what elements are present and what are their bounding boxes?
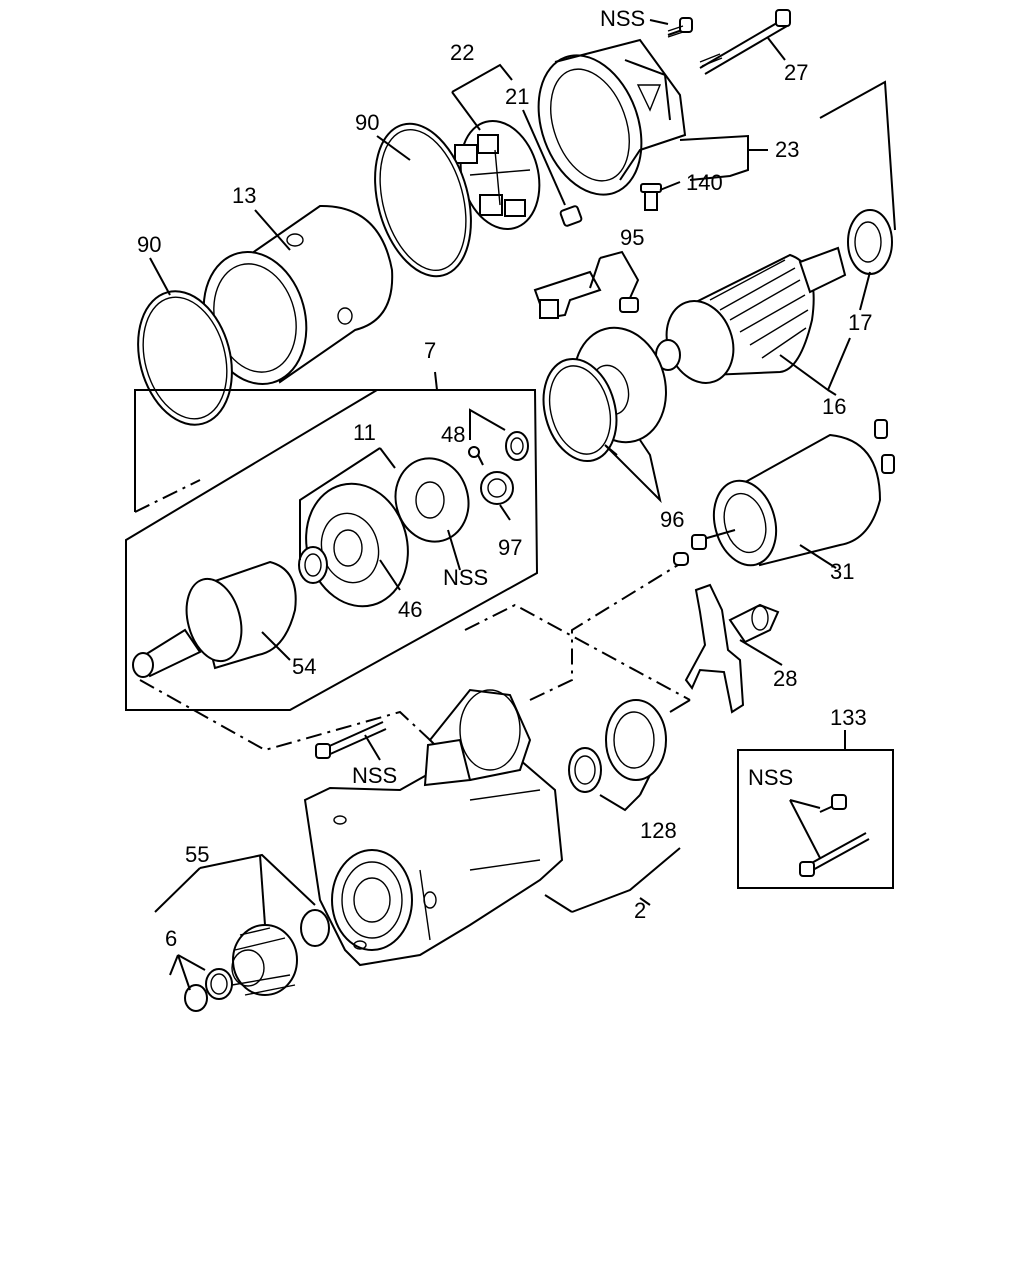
part-90-o-ring-lower <box>137 290 233 426</box>
group-133-outline <box>737 749 894 889</box>
label-48: 48 <box>441 422 465 447</box>
part-nss-plate <box>394 457 470 543</box>
callout-labels: NSS 27 22 21 90 23 140 13 90 95 17 7 16 … <box>137 6 872 951</box>
part-95-plate <box>533 270 639 320</box>
part-28-shift-lever <box>684 583 780 714</box>
label-28: 28 <box>773 666 797 691</box>
part-54-shaft <box>132 560 297 678</box>
label-13: 13 <box>232 183 256 208</box>
label-55: 55 <box>185 842 209 867</box>
label-90-lower: 90 <box>137 232 161 257</box>
label-2: 2 <box>634 898 646 923</box>
label-96: 96 <box>660 507 684 532</box>
part-nss-bolt-middle <box>315 721 387 759</box>
part-23-rear-cover <box>537 38 687 196</box>
part-48-ball <box>468 446 480 458</box>
part-16-armature <box>655 246 847 384</box>
label-21: 21 <box>505 84 529 109</box>
part-96-cover-with-o-ring <box>542 326 667 463</box>
label-nss-top: NSS <box>600 6 645 31</box>
label-90-upper: 90 <box>355 110 379 135</box>
leader-lines <box>149 19 896 991</box>
label-7: 7 <box>424 338 436 363</box>
part-nss-screw-top <box>667 17 693 38</box>
part-31-solenoid <box>673 419 895 567</box>
label-27: 27 <box>784 60 808 85</box>
part-140-screw <box>640 183 662 211</box>
part-97-gear <box>480 471 514 505</box>
part-21-brush <box>559 205 583 227</box>
label-95: 95 <box>620 225 644 250</box>
part-55-pinion-gear <box>231 909 330 996</box>
label-nss-box: NSS <box>748 765 793 790</box>
label-22: 22 <box>450 40 474 65</box>
label-11: 11 <box>353 420 376 445</box>
part-90-o-ring-upper <box>374 122 472 278</box>
label-nss-plate: NSS <box>443 565 488 590</box>
part-13-yoke <box>202 204 394 385</box>
part-17-bearing <box>847 209 893 275</box>
part-6-snap-ring <box>184 968 233 1012</box>
part-22-brush-holder <box>454 119 541 231</box>
label-6: 6 <box>165 926 177 951</box>
part-128-bearing <box>568 699 667 793</box>
group-7-outline <box>125 389 539 711</box>
label-31: 31 <box>830 559 854 584</box>
part-bushing-small <box>505 431 529 461</box>
label-16: 16 <box>822 394 846 419</box>
label-46: 46 <box>398 597 422 622</box>
label-23: 23 <box>775 137 799 162</box>
label-128: 128 <box>640 818 677 843</box>
label-140: 140 <box>686 170 723 195</box>
part-27-through-bolt <box>699 9 791 75</box>
assembly-centerlines <box>134 479 691 752</box>
label-97: 97 <box>498 535 522 560</box>
part-washer-11 <box>298 546 328 584</box>
label-17: 17 <box>848 310 872 335</box>
label-133: 133 <box>830 705 867 730</box>
label-54: 54 <box>292 654 316 679</box>
label-nss-bolt: NSS <box>352 763 397 788</box>
part-2-housing <box>303 688 564 967</box>
